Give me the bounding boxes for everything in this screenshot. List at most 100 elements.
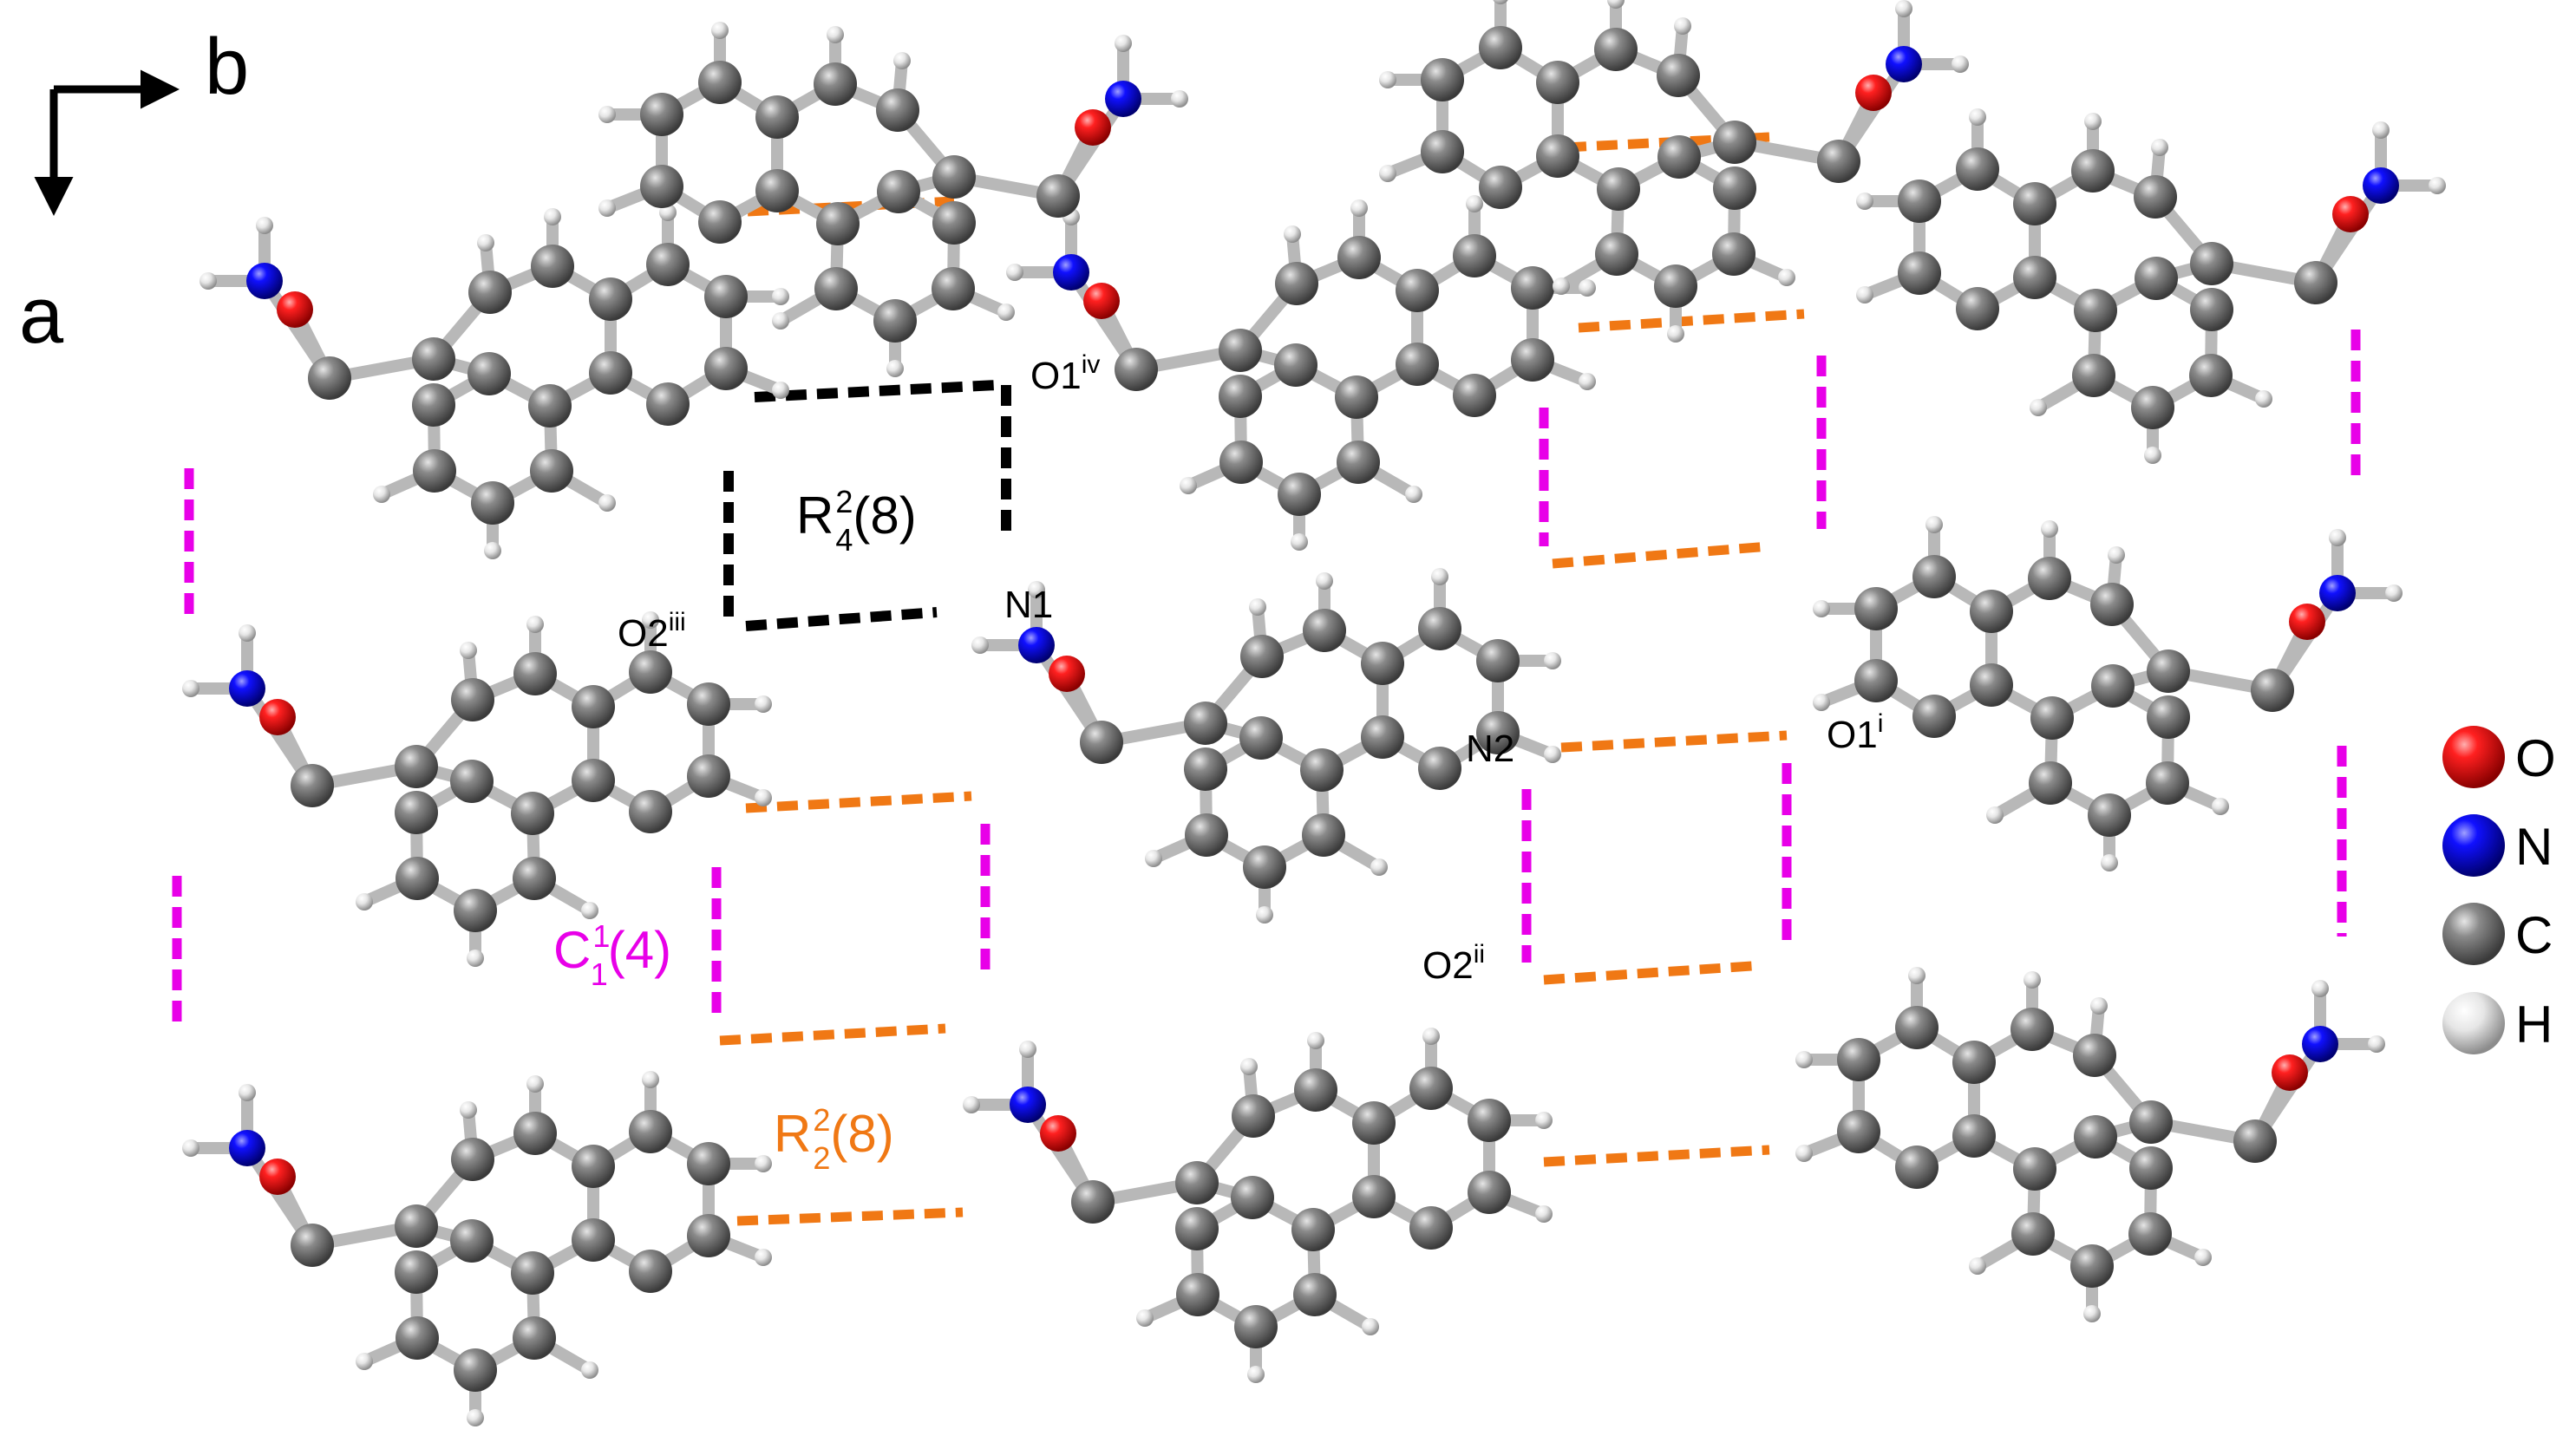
nitrogen-atom [1053, 254, 1089, 290]
hydrogen-atom [2144, 447, 2161, 464]
carbon-atom [1817, 140, 1860, 183]
hydrogen-atom [1316, 572, 1333, 590]
oxygen-atom [1075, 109, 1111, 146]
carbon-atom [450, 1219, 494, 1263]
carbon-atom [1912, 695, 1956, 738]
carbon-atom [2090, 583, 2134, 626]
carbon-atom [1396, 269, 1439, 312]
legend-label-h: H [2515, 995, 2553, 1054]
hydrogen-atom [2090, 997, 2108, 1015]
carbon-atom [1409, 1067, 1453, 1110]
carbon-atom [1657, 54, 1700, 97]
carbon-atom [1654, 264, 1697, 308]
carbon-atom [451, 1138, 494, 1181]
carbon-atom [395, 745, 438, 788]
carbon-atom [396, 1316, 439, 1360]
hydrogen-atom [1180, 477, 1197, 494]
carbon-atom [932, 155, 976, 199]
hydrogen-atom [526, 1075, 544, 1093]
carbon-atom [876, 88, 919, 132]
carbon-atom [698, 200, 742, 244]
nitrogen-atom [1010, 1087, 1046, 1123]
hydrogen-atom [1795, 1051, 1813, 1068]
carbon-atom [2073, 1034, 2116, 1077]
carbon-atom [1176, 1273, 1219, 1316]
carbon-atom [1219, 441, 1263, 484]
atom-label-o1i: O1i [1827, 709, 1883, 756]
hydrogen-atom [997, 304, 1015, 321]
hydrogen-atom [1028, 581, 1045, 598]
hydrogen-atom [199, 272, 217, 290]
carbon-atom [932, 201, 976, 245]
hydrogen-bond [736, 1207, 964, 1226]
carbon-atom [1854, 659, 1898, 702]
carbon-atom [395, 791, 438, 834]
carbon-atom [531, 245, 574, 288]
carbon-atom [2135, 257, 2178, 300]
carbon-atom [291, 1224, 334, 1267]
carbon-atom [755, 95, 799, 139]
carbon-atom [1275, 262, 1318, 305]
oxygen-atom [259, 699, 296, 735]
nitrogen-atom [2319, 575, 2356, 611]
carbon-atom [1234, 1305, 1278, 1348]
carbon-atom [704, 275, 748, 318]
carbon-atom [640, 165, 683, 208]
carbon-atom [1511, 266, 1554, 310]
hydrogen-atom [460, 1101, 477, 1119]
oxygen-atom [2289, 604, 2325, 640]
carbon-atom [687, 1142, 730, 1185]
carbon-atom [1898, 179, 1941, 223]
carbon-atom [646, 382, 690, 426]
hydrogen-atom [182, 680, 199, 697]
carbon-atom [2013, 1147, 2056, 1191]
carbon-atom [1231, 1176, 1274, 1219]
carbon-atom [2091, 664, 2135, 708]
hydrogen-atom [239, 624, 256, 642]
hydrogen-atom [1284, 225, 1301, 243]
carbon-atom [646, 243, 690, 286]
carbon-atom [2028, 557, 2071, 600]
carbon-atom [1956, 147, 1999, 191]
oxygen-atom [259, 1159, 296, 1195]
hydrogen-atom [598, 106, 616, 123]
nitrogen-atom [2363, 167, 2399, 204]
nitrogen-atom [2302, 1026, 2338, 1062]
carbon-atom [2070, 1244, 2114, 1288]
oxygen-atom [1083, 283, 1120, 319]
carbon-atom [291, 764, 334, 807]
carbon-atom [454, 889, 497, 932]
hydrogen-atom [886, 360, 904, 377]
carbon-atom [1115, 348, 1158, 391]
hydrogen-atom [1291, 533, 1308, 551]
carbon-atom [1479, 166, 1522, 209]
hydrogen-atom [2101, 854, 2118, 871]
hydrogen-atom [1856, 286, 1873, 304]
carbon-atom [513, 1112, 557, 1155]
carbon-atom [629, 790, 672, 833]
hydrogen-atom [1795, 1145, 1813, 1162]
atoms [182, 0, 2446, 1426]
atom-label-n1: N1 [1004, 584, 1053, 626]
hydrogen-atom [971, 636, 989, 654]
hydrogen-atom [1925, 516, 1943, 533]
carbon-atom [2251, 669, 2294, 712]
carbon-atom [1294, 1068, 1337, 1112]
carbon-atom [1274, 343, 1317, 387]
carbon-atom [1175, 1161, 1219, 1204]
hydrogen-atom [1493, 0, 1508, 4]
hydrogen-atom [1535, 1112, 1553, 1129]
carbon-atom [467, 352, 511, 395]
hydrogen-atom [182, 1139, 199, 1157]
atom-legend: O N C H [2442, 726, 2556, 1054]
hydrogen-atom [1607, 0, 1625, 9]
hydrogen-atom [963, 1096, 980, 1113]
hydrogen-atom [356, 1353, 373, 1370]
carbon-atom [395, 1204, 438, 1248]
carbon-atom [1361, 642, 1404, 685]
hydrogen-bonds [172, 132, 2361, 1226]
carbon-atom [1421, 130, 1464, 173]
carbon-atom [308, 356, 351, 400]
hydrogen-atom [1544, 652, 1561, 669]
